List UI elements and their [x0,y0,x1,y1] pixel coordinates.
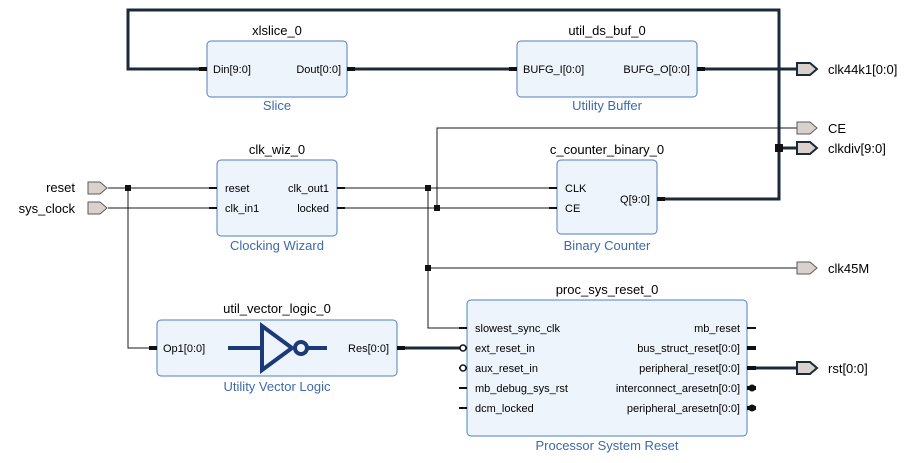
proc-sys-reset-name: proc_sys_reset_0 [556,282,659,297]
port-label-rst: rst[0:0] [828,361,868,376]
port-rst-shape[interactable] [796,361,819,375]
block-xlslice[interactable]: xlslice_0 Din[9:0] Dout[0:0] Slice [199,23,355,113]
xlslice-name: xlslice_0 [252,23,302,38]
psr-pin-bus-struct-reset: bus_struct_reset[0:0] [637,343,740,355]
psr-pin-mb-debug-sys-rst: mb_debug_sys_rst [475,383,568,395]
psr-pin-peripheral-aresetn-bubble [748,404,756,412]
proc-sys-reset-label: Processor System Reset [535,438,678,453]
util-vector-logic-name: util_vector_logic_0 [223,301,331,316]
port-label-ce: CE [828,121,846,136]
c-counter-name: c_counter_binary_0 [550,142,664,157]
util-vector-logic-pin-op1: Op1[0:0] [163,343,205,355]
wire-reset-to-op1 [127,188,154,349]
port-clkdiv-shape[interactable] [796,141,819,155]
psr-pin-interconnect-aresetn-bubble [748,384,756,392]
clk-wiz-label: Clocking Wizard [230,238,324,253]
xlslice-label: Slice [263,98,291,113]
psr-pin-ext-reset-in-bubble [459,344,467,352]
wire-clkout1-down [427,188,462,329]
psr-pin-ext-reset-in: ext_reset_in [475,343,535,355]
port-clk45m-shape[interactable] [796,261,818,275]
block-util-ds-buf[interactable]: util_ds_buf_0 BUFG_I[0:0] BUFG_O[0:0] Ut… [509,23,705,113]
port-label-clk44k1: clk44k1[0:0] [828,62,897,77]
port-sys-clock-shape[interactable] [87,201,108,215]
clk-wiz-pin-reset: reset [225,183,249,195]
psr-pin-interconnect-aresetn: interconnect_aresetn[0:0] [616,383,740,395]
clk-wiz-pin-locked: locked [297,203,329,215]
block-proc-sys-reset[interactable]: proc_sys_reset_0 slowest_sync_clk ext_re… [459,282,756,453]
xlslice-pin-dout: Dout[0:0] [296,64,341,76]
util-ds-buf-pin-out: BUFG_O[0:0] [623,64,690,76]
wire-q-clkdiv [658,146,797,201]
xlslice-pin-din: Din[9:0] [213,64,251,76]
clk-wiz-pin-clkin1: clk_in1 [225,203,259,215]
c-counter-pin-q: Q[9:0] [620,194,650,206]
util-vector-logic-label: Utility Vector Logic [224,379,331,394]
block-c-counter-binary[interactable]: c_counter_binary_0 CLK CE Q[9:0] Binary … [549,142,665,253]
port-label-reset: reset [46,180,75,195]
port-label-sys-clock: sys_clock [19,201,76,216]
psr-pin-dcm-locked: dcm_locked [475,403,534,415]
psr-pin-mb-reset: mb_reset [694,323,740,335]
psr-pin-aux-reset-in-bubble [459,364,467,372]
junction-clkout1 [425,185,431,191]
port-label-clk45m: clk45M [828,261,869,276]
util-ds-buf-name: util_ds_buf_0 [568,23,645,38]
junction-clk45m [425,265,431,271]
port-clk44k1-shape[interactable] [796,62,819,76]
port-label-clkdiv: clkdiv[9:0] [828,141,886,156]
wire-clkdiv-loop [126,8,781,148]
psr-pin-peripheral-reset: peripheral_reset[0:0] [639,363,740,375]
not-gate-icon [228,322,327,374]
c-counter-pin-ce: CE [565,203,580,215]
wire-locked-ce [436,127,797,208]
util-ds-buf-label: Utility Buffer [572,98,643,113]
c-counter-label: Binary Counter [564,238,651,253]
c-counter-pin-clk: CLK [565,183,587,195]
junction-reset [125,185,131,191]
util-vector-logic-pin-res: Res[0:0] [348,343,389,355]
clk-wiz-name: clk_wiz_0 [249,142,305,157]
psr-pin-aux-reset-in: aux_reset_in [475,363,538,375]
junction-locked [434,205,440,211]
clk-wiz-body [216,159,338,237]
port-ce-shape[interactable] [796,121,818,135]
block-util-vector-logic[interactable]: util_vector_logic_0 Op1[0:0] Res[0:0] Ut… [149,301,405,394]
psr-pin-slowest-sync-clk: slowest_sync_clk [475,323,560,335]
psr-pin-peripheral-aresetn: peripheral_aresetn[0:0] [627,403,740,415]
block-clk-wiz[interactable]: clk_wiz_0 reset clk_in1 clk_out1 locked … [209,142,345,253]
util-ds-buf-pin-in: BUFG_I[0:0] [523,64,584,76]
clk-wiz-pin-clkout1: clk_out1 [288,183,329,195]
port-reset-shape[interactable] [87,181,108,195]
junction-clkdiv [775,144,783,152]
